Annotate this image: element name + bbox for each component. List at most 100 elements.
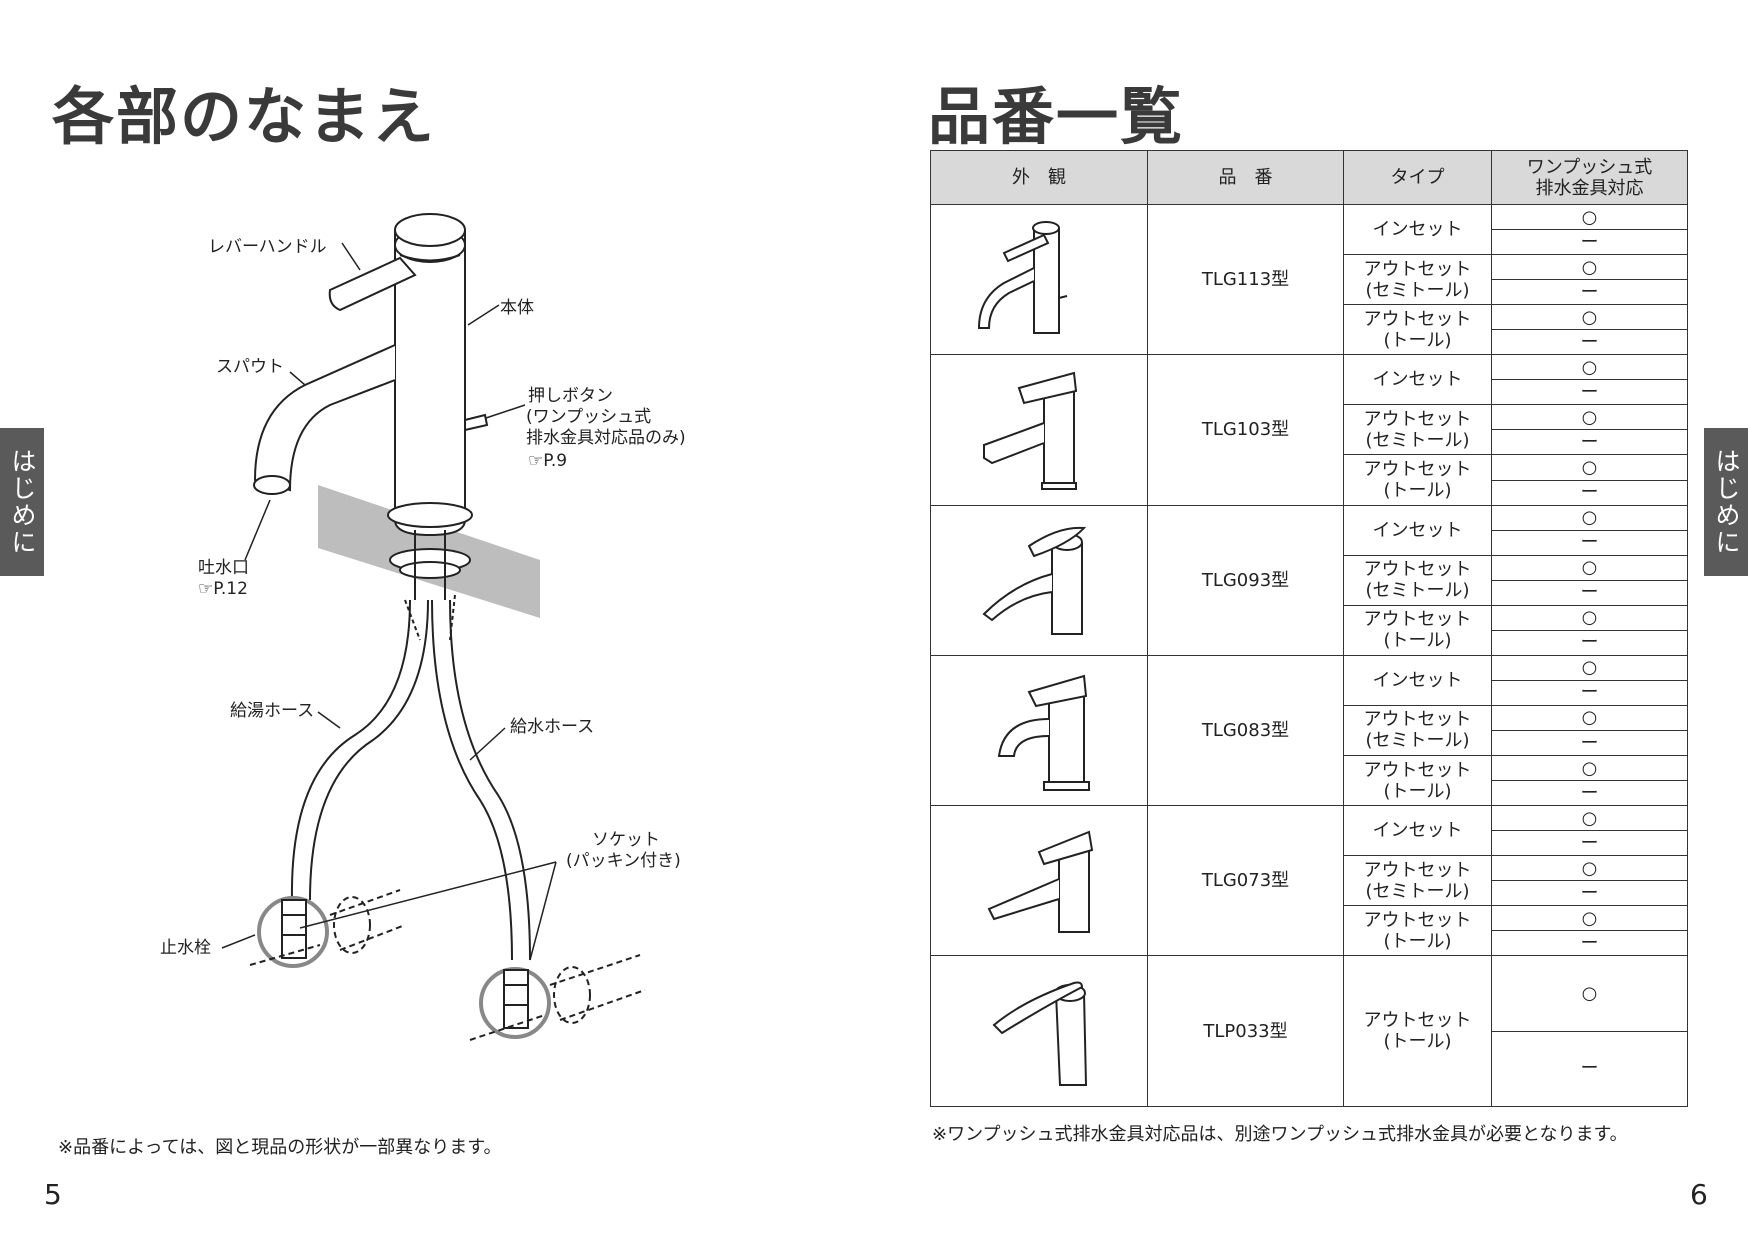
one-push-mark-cell: ー [1491,429,1688,456]
type-label: アウトセット [1363,459,1472,481]
one-push-mark-cell: ○ [1491,805,1688,832]
label-outlet: 吐水口 [198,558,249,578]
type-label: アウトセット [1363,759,1472,781]
one-push-mark-cell: ○ [1491,755,1688,782]
right-footnote: ※ワンプッシュ式排水金具対応品は、別途ワンプッシュ式排水金具が必要となります。 [932,1124,1628,1145]
one-push-mark-cell: ○ [1491,704,1688,731]
type-cell: アウトセット(セミトール) [1343,554,1492,606]
type-cell: インセット [1343,203,1492,256]
outlet-page-ref[interactable]: ☞P.12 [198,579,248,599]
table-row: ー [931,279,1688,306]
one-push-mark-cell: ー [1491,529,1688,556]
type-label: アウトセット [1363,709,1472,731]
header-model: 品 番 [1147,150,1344,205]
type-cell: アウトセット(トール) [1343,955,1492,1107]
type-cell: アウトセット(セミトール) [1343,404,1492,456]
type-cell: アウトセット(セミトール) [1343,855,1492,907]
table-row: ー [931,679,1688,706]
pointing-hand-icon: ☞ [528,451,544,471]
product-table: 外 観 品 番 タイプ ワンプッシュ式 排水金具対応 TLG113型インセット○… [930,150,1688,1108]
right-page-number: 6 [1690,1178,1708,1211]
type-sublabel: (セミトール) [1365,580,1470,602]
table-row: ー [931,780,1688,807]
table-row: TLG103型 インセット ○ [930,354,1688,506]
one-push-mark-cell: ○ [1491,855,1688,882]
right-side-tab[interactable]: はじめに [1704,428,1748,576]
one-push-mark-cell: ○ [1491,504,1688,531]
table-row: TLG093型インセット○ [930,504,1688,656]
label-body: 本体 [500,298,534,318]
table-row: アウトセット(セミトール)○ [931,554,1688,606]
type-sublabel: (トール) [1383,1031,1452,1053]
header-appearance: 外 観 [930,150,1148,205]
type-label: インセット [1372,820,1463,842]
label-push-button-note-2: 排水金具対応品のみ) [526,428,686,448]
table-row: ー [931,1030,1688,1108]
type-cell: アウトセット(トール) [1343,304,1492,356]
type-sublabel: (セミトール) [1365,730,1470,752]
table-row: ー [931,930,1688,957]
type-cell: インセット [1343,805,1492,857]
one-push-mark-cell: ○ [1491,955,1688,1032]
type-label: アウトセット [1363,1010,1472,1032]
left-footnote: ※品番によっては、図と現品の形状が一部異なります。 [58,1137,502,1158]
type-sublabel: (トール) [1383,480,1452,502]
model-number-cell: TLP033型 [1147,955,1344,1107]
label-push-button: 押しボタン [528,386,613,406]
one-push-mark-cell: ー [1491,379,1688,406]
label-hot-water-hose: 給湯ホース [230,701,315,721]
push-button-page-ref[interactable]: ☞P.9 [528,451,568,471]
type-sublabel: (セミトール) [1365,880,1470,902]
faucet-parts-diagram [221,213,646,1041]
label-stop-valve: 止水栓 [160,938,211,958]
model-number-cell: TLG083型 [1147,654,1344,807]
header-type: タイプ [1343,150,1492,205]
left-page-number: 5 [44,1178,62,1211]
type-label: アウトセット [1363,408,1472,430]
type-cell: アウトセット(トール) [1343,454,1492,506]
one-push-mark-cell: ー [1491,880,1688,907]
type-cell: インセット [1343,504,1492,556]
type-label: アウトセット [1363,258,1472,280]
left-page-title: 各部のなまえ [52,80,437,153]
table-row: TLG083型 インセット ○ [930,654,1688,807]
table-row: ー [931,880,1688,907]
one-push-mark-cell: ○ [1491,354,1688,381]
table-row: TLP033型アウトセット(トール)○ [930,955,1688,1107]
label-spout: スパウト [216,357,284,377]
label-socket: ソケット [592,830,660,850]
one-push-mark-cell: ー [1491,579,1688,606]
type-cell: インセット [1343,354,1492,406]
table-row: ー [931,579,1688,606]
type-label: インセット [1372,219,1463,241]
type-label: インセット [1372,669,1463,691]
type-label: インセット [1372,369,1463,391]
table-row: アウトセット(トール)○ [931,755,1688,807]
type-sublabel: (トール) [1383,329,1452,351]
model-number-cell: TLG103型 [1147,354,1344,506]
one-push-mark-cell: ○ [1491,554,1688,581]
type-cell: インセット [1343,654,1492,706]
pointing-hand-icon: ☞ [198,579,214,599]
table-row: ー [931,229,1688,256]
one-push-mark-cell: ○ [1491,454,1688,481]
one-push-mark-cell: ー [1491,629,1688,656]
label-lever-handle: レバーハンドル [208,237,327,257]
type-cell: アウトセット(セミトール) [1343,254,1492,306]
table-row: TLG073型 インセット ○ [930,805,1688,957]
left-side-tab[interactable]: はじめに [0,428,44,576]
model-number-cell: TLG073型 [1147,805,1344,957]
type-sublabel: (トール) [1383,630,1452,652]
faucet-appearance-image [930,354,1148,506]
faucet-appearance-image [930,203,1148,356]
model-number-cell: TLG113型 [1147,203,1344,356]
one-push-mark-cell: ○ [1491,254,1688,281]
label-push-button-note-1: (ワンプッシュ式 [526,407,652,427]
type-label: アウトセット [1363,559,1472,581]
one-push-mark-cell: ー [1491,679,1688,706]
one-push-mark-cell: ○ [1491,203,1688,231]
table-row: アウトセット(セミトール)○ [931,254,1688,306]
model-number-cell: TLG093型 [1147,504,1344,656]
type-cell: アウトセット(セミトール) [1343,704,1492,757]
faucet-appearance-image [930,955,1148,1107]
